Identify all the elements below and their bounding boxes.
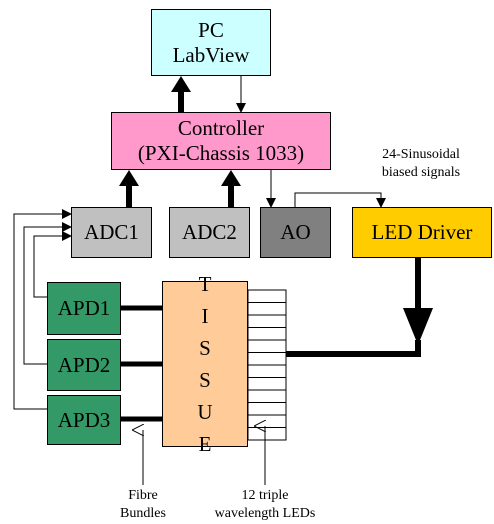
tissue-letter: I [201,304,209,328]
fibre-note-line1: Fibre [128,488,158,503]
led-note-line2: wavelength LEDs [214,506,316,521]
apd2-to-adc1-connector [23,222,72,365]
fibre-note: Fibre Bundles [98,487,188,523]
adc1-to-controller-arrowhead [119,170,139,186]
led-driver-to-leds-connector [286,340,421,357]
tissue-letter: S [199,336,211,360]
apd3-box: APD3 [47,395,121,445]
led-driver-box: LED Driver [352,207,492,258]
apd3-to-adc1-connector [13,209,72,410]
led-driver-arrowhead [403,308,433,345]
ao-to-led-driver-connector [294,192,386,208]
led-strip [247,289,287,441]
pc-title: PC [198,17,224,42]
pc-subtitle: LabView [172,42,250,67]
controller-to-pc-arrowhead [171,76,191,92]
signal-note-line2: biased signals [381,165,461,180]
led-note: 12 triple wavelength LEDs [195,487,335,523]
tissue-letter: E [198,432,212,456]
controller-title: Controller [177,116,265,140]
led-note-line1: 12 triple [241,488,289,503]
signal-note-line1: 24-Sinusoidal [382,147,460,162]
adc1-box: ADC1 [71,207,152,258]
signal-note: 24-Sinusoidal biased signals [348,146,494,182]
tissue-letter: T [198,272,212,296]
adc2-box: ADC2 [169,207,250,258]
pc-box: PC LabView [151,9,271,76]
controller-subtitle: (PXI-Chassis 1033) [137,141,305,165]
ao-box: AO [260,207,331,258]
fibre-note-line2: Bundles [120,506,166,521]
tissue-letter: S [199,368,211,392]
adc2-to-controller-arrowhead [221,170,241,186]
apd1-box: APD1 [47,282,121,335]
apd1-to-adc1-connector [33,231,72,298]
controller-box: Controller (PXI-Chassis 1033) [111,112,331,170]
tissue-letter: U [197,400,213,424]
apd2-box: APD2 [47,339,121,391]
